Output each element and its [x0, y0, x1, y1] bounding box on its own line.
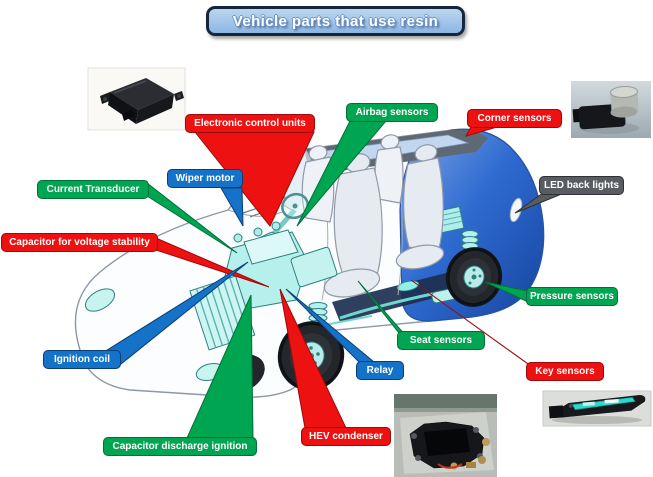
callout-current-transducer: Current Transducer [37, 180, 149, 199]
callout-relay: Relay [356, 361, 404, 380]
hev-condenser-photo [394, 394, 497, 477]
wiper-leader-line [220, 187, 244, 227]
corner-sensor-photo [571, 81, 651, 138]
callout-electronic-control-units: Electronic control units [185, 114, 315, 133]
door-handle-key-sensor-photo [542, 390, 652, 427]
callout-seat-sensors: Seat sensors [397, 331, 485, 350]
leader-lines [103, 120, 565, 439]
diagram-title: Vehicle parts that use resin [206, 6, 465, 36]
callout-airbag-sensors: Airbag sensors [346, 103, 438, 122]
callout-pressure-sensors: Pressure sensors [526, 287, 618, 306]
rear-wheel [445, 247, 503, 307]
rear-seat [395, 144, 445, 270]
callout-hev-condenser: HEV condenser [301, 427, 391, 446]
callout-led-back-lights: LED back lights [539, 176, 624, 195]
callout-capacitor-voltage-stability: Capacitor for voltage stability [1, 233, 158, 252]
callout-ignition-coil: Ignition coil [43, 350, 121, 369]
tail-light [509, 197, 523, 223]
ecu-module-photo [87, 67, 186, 131]
car-seats [301, 134, 445, 298]
far-rear-seat [374, 134, 404, 204]
callout-key-sensors: Key sensors [526, 362, 604, 381]
rear-suspension-spring [461, 230, 479, 250]
callout-capacitor-discharge-ignition: Capacitor discharge ignition [103, 437, 257, 456]
callout-corner-sensors: Corner sensors [467, 109, 562, 128]
callout-wiper-motor: Wiper motor [167, 169, 243, 188]
